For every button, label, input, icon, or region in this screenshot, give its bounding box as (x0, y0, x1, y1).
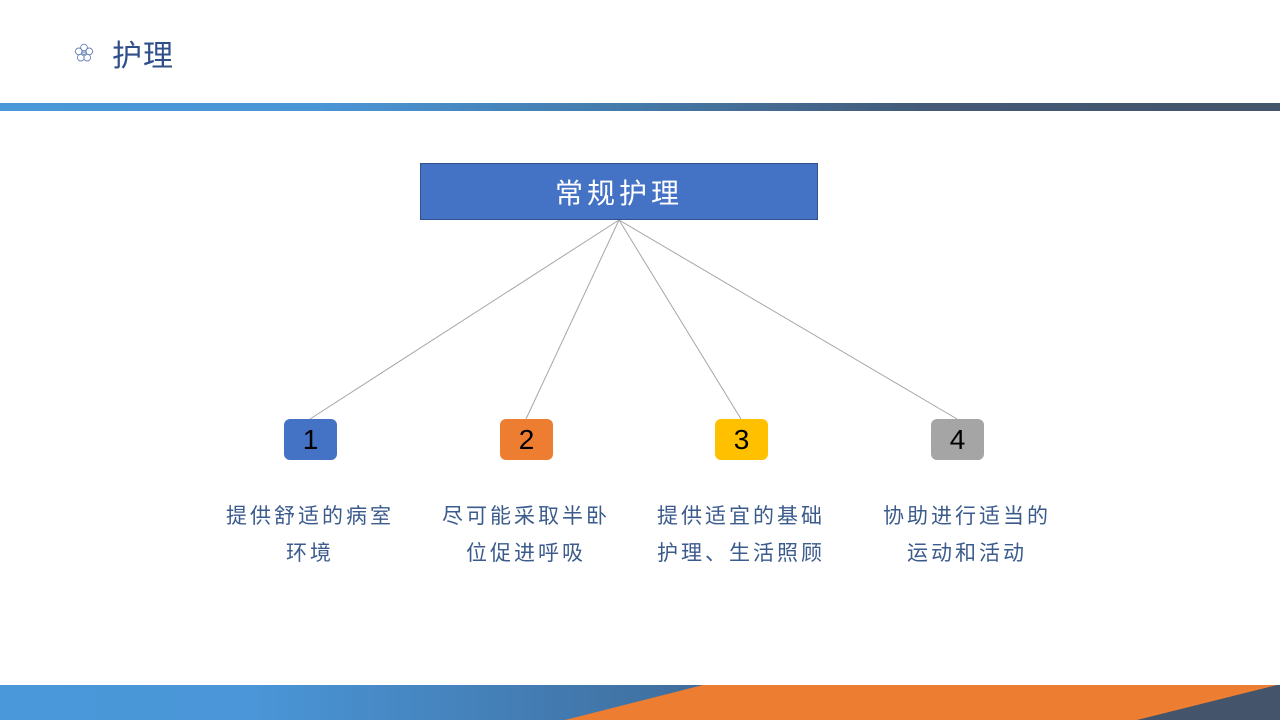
child-node-1-badge: 1 (284, 419, 337, 460)
connector-line-2 (525, 219, 620, 420)
description-line: 尽可能采取半卧 (442, 504, 610, 528)
child-node-2-number: 2 (518, 423, 535, 455)
footer-decorative-band (0, 685, 1280, 720)
child-node-1-description: 提供舒适的病室 环境 (200, 498, 420, 572)
child-node-3-number: 3 (733, 423, 750, 455)
child-node-1-number: 1 (302, 423, 319, 455)
page-title: 护理 (112, 39, 174, 74)
description-line: 协助进行适当的 (883, 504, 1051, 528)
child-node-2-description: 尽可能采取半卧 位促进呼吸 (416, 498, 636, 572)
flower-icon (74, 43, 94, 62)
description-line: 提供舒适的病室 (226, 504, 394, 528)
root-node-label: 常规护理 (554, 176, 683, 210)
slide-header: 护理 (74, 30, 174, 76)
root-node: 常规护理 (420, 163, 818, 220)
child-node-4-description: 协助进行适当的 运动和活动 (857, 498, 1077, 572)
connector-line-1 (309, 219, 620, 420)
child-node-3-description: 提供适宜的基础 护理、生活照顾 (631, 498, 851, 572)
description-line: 运动和活动 (907, 541, 1027, 565)
connector-line-4 (618, 219, 958, 420)
child-node-4-number: 4 (949, 423, 966, 455)
description-line: 位促进呼吸 (466, 541, 586, 565)
description-line: 环境 (286, 541, 334, 565)
child-node-2-badge: 2 (500, 419, 553, 460)
connector-line-3 (618, 219, 742, 420)
description-line: 护理、生活照顾 (657, 541, 825, 565)
description-line: 提供适宜的基础 (657, 504, 825, 528)
header-divider-band (0, 103, 1280, 111)
child-node-4-badge: 4 (931, 419, 984, 460)
child-node-3-badge: 3 (715, 419, 768, 460)
